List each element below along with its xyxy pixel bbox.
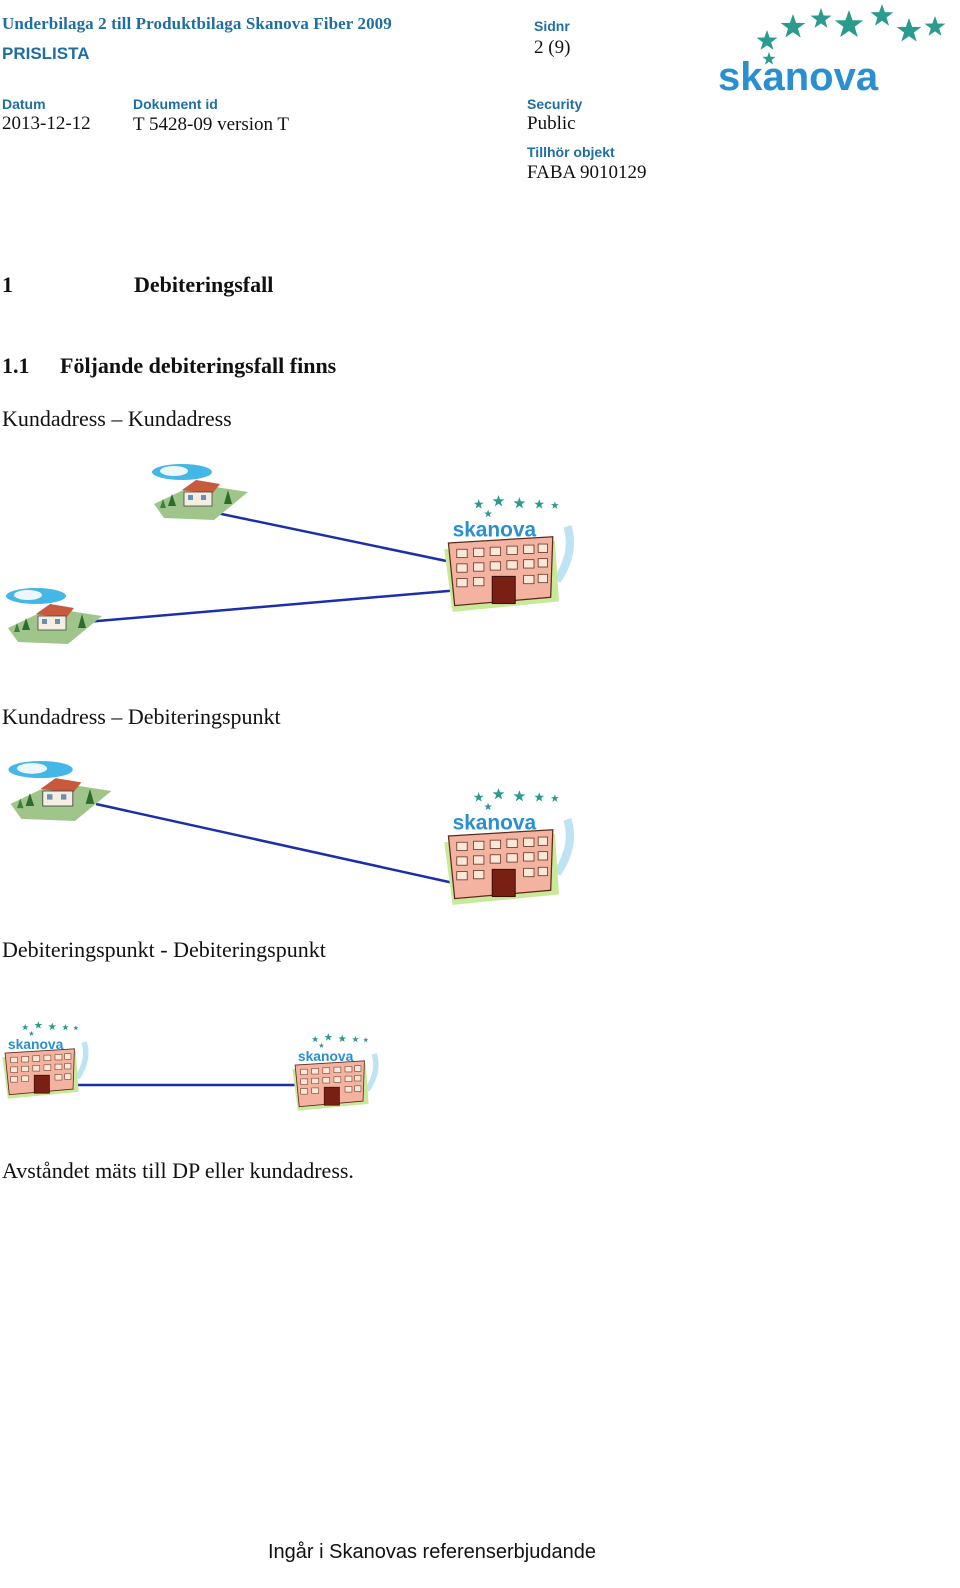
connector-line [211, 510, 457, 565]
skanova-building-icon [444, 788, 570, 905]
customer-house-icon [7, 760, 112, 822]
connector-line [85, 588, 461, 624]
logo-wordmark: skanova [718, 55, 879, 99]
skanova-building-icon [2, 1021, 86, 1099]
security-label: Security [527, 96, 583, 112]
document-subtitle: PRISLISTA [2, 44, 90, 63]
section-heading-1: 1 Debiteringsfall [2, 272, 273, 298]
tillhor-objekt-value: FABA 9010129 [527, 162, 647, 183]
customer-house-icon [151, 463, 249, 521]
case-3-label: Debiteringspunkt - Debiteringspunkt [2, 937, 326, 962]
page-footer: Ingår i Skanovas referenserbjudande [268, 1541, 596, 1563]
customer-house-icon [5, 587, 103, 645]
sidnr-label: Sidnr [534, 18, 570, 34]
case-2-diagram [7, 760, 600, 922]
case-2-label: Kundadress – Debiteringspunkt [2, 704, 281, 729]
case-1-label: Kundadress – Kundadress [2, 406, 232, 431]
section-1-1-number: 1.1 [2, 353, 30, 378]
skanova-building-icon [292, 1033, 376, 1111]
section-1-1-title: Följande debiteringsfall finns [60, 353, 337, 378]
skanova-logo: skanova [718, 4, 946, 99]
skanova-building-icon [444, 495, 570, 612]
section-1-number: 1 [2, 272, 13, 297]
dokument-id-label: Dokument id [133, 96, 218, 112]
datum-value: 2013-12-12 [2, 113, 91, 134]
tillhor-objekt-label: Tillhör objekt [527, 144, 615, 160]
case-1-diagram [5, 463, 600, 645]
case-3-diagram [0, 995, 400, 1135]
datum-label: Datum [2, 96, 46, 112]
section-heading-1-1: 1.1 Följande debiteringsfall finns [2, 353, 336, 379]
section-1-title: Debiteringsfall [134, 272, 274, 297]
security-value: Public [527, 113, 576, 134]
document-title: Underbilaga 2 till Produktbilaga Skanova… [2, 14, 392, 33]
conclusion-text: Avståndet mäts till DP eller kundadress. [2, 1158, 354, 1183]
sidnr-value: 2 (9) [534, 37, 571, 58]
dokument-id-value: T 5428-09 version T [133, 114, 290, 135]
connector-line [95, 802, 459, 886]
